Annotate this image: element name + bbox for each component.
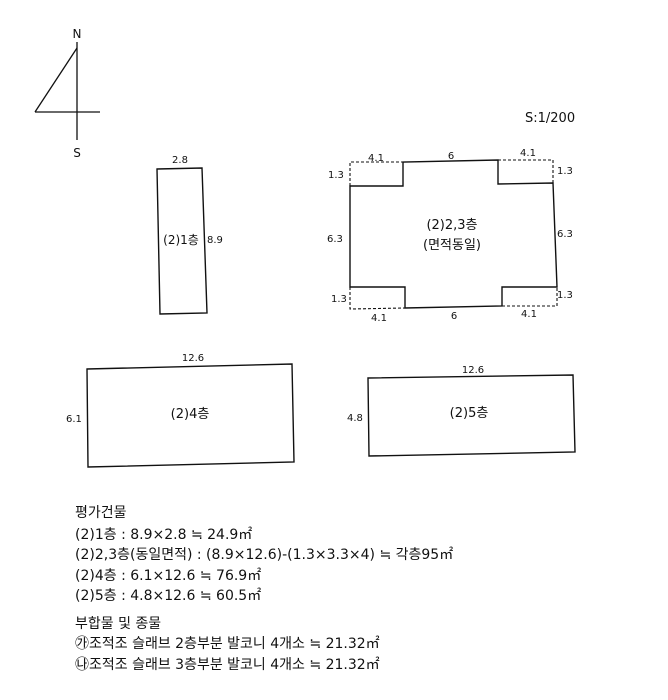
floor5-label: (2)5층 [450,406,489,421]
calc-line-floor5: (2)5층 : 4.8×12.6 ≒ 60.5㎡ [75,588,262,604]
floor4-height: 6.1 [66,414,82,425]
floor-plan-drawing: N S S:1/200 2.8 8.9 (2)1층 4.1 6 4.1 4.1 … [34,27,576,468]
north-label: N [73,27,82,41]
attachment-line-2: ㉯조적조 슬래브 3층부분 발코니 4개소 ≒ 21.32㎡ [75,656,380,673]
floor23-right-side-dim: 6.3 [557,229,573,240]
floor1-height: 8.9 [207,235,223,246]
floor23-left-top-notch-dim: 1.3 [328,170,344,181]
floor23-plan: 4.1 6 4.1 4.1 6 4.1 1.3 6.3 1.3 1.3 6.3 … [327,148,573,324]
floor23-outline [349,159,558,309]
floor1-plan: 2.8 8.9 (2)1층 [156,155,223,315]
floor23-top-left-dim: 4.1 [368,153,384,164]
balcony-top-left [349,161,403,186]
floor23-right-bottom-notch-dim: 1.3 [557,290,573,301]
balcony-top-right [498,159,554,183]
calc-line-floor23: (2)2,3층(동일면적) : (8.9×12.6)-(1.3×3.3×4) ≒… [75,547,454,563]
floor4-width: 12.6 [182,353,204,364]
floor5-outline [367,374,576,457]
floor23-bottom-left-dim: 4.1 [371,313,387,324]
floor23-sublabel: (면적동일) [423,238,481,253]
floor5-plan: 12.6 4.8 (2)5층 [347,365,576,457]
floor1-outline [156,167,208,315]
floor5-width: 12.6 [462,365,484,376]
calc-line-floor4: (2)4층 : 6.1×12.6 ≒ 76.9㎡ [75,567,262,584]
floor23-left-side-dim: 6.3 [327,234,343,245]
area-calculation: 평가건물 (2)1층 : 8.9×2.8 ≒ 24.9㎡ (2)2,3층(동일면… [75,503,453,675]
floor23-label: (2)2,3층 [426,218,477,233]
floor5-height: 4.8 [347,413,363,424]
floor23-top-right-dim: 4.1 [520,148,536,159]
floor4-label: (2)4층 [171,407,210,422]
north-arrow: N S [34,27,100,160]
attachments-heading: 부합물 및 종물 [75,615,162,632]
floor4-plan: 12.6 6.1 (2)4층 [66,353,295,468]
floor1-label: (2)1층 [163,233,199,247]
balcony-bottom-left [349,287,406,310]
south-label: S [73,146,81,160]
floor4-outline [86,363,295,468]
scale-label: S:1/200 [525,111,575,126]
balcony-bottom-right [502,287,558,307]
calc-heading: 평가건물 [75,505,127,521]
floor23-left-bottom-notch-dim: 1.3 [331,294,347,305]
calc-line-floor1: (2)1층 : 8.9×2.8 ≒ 24.9㎡ [75,526,253,543]
attachment-line-1: ㉮조적조 슬래브 2층부분 발코니 4개소 ≒ 21.32㎡ [75,636,380,652]
floor23-bottom-right-dim: 4.1 [521,309,537,320]
floor23-right-top-notch-dim: 1.3 [557,166,573,177]
floor23-top-mid-dim: 6 [448,151,454,162]
floor23-bottom-mid-dim: 6 [451,311,457,322]
floor1-width: 2.8 [172,155,188,166]
